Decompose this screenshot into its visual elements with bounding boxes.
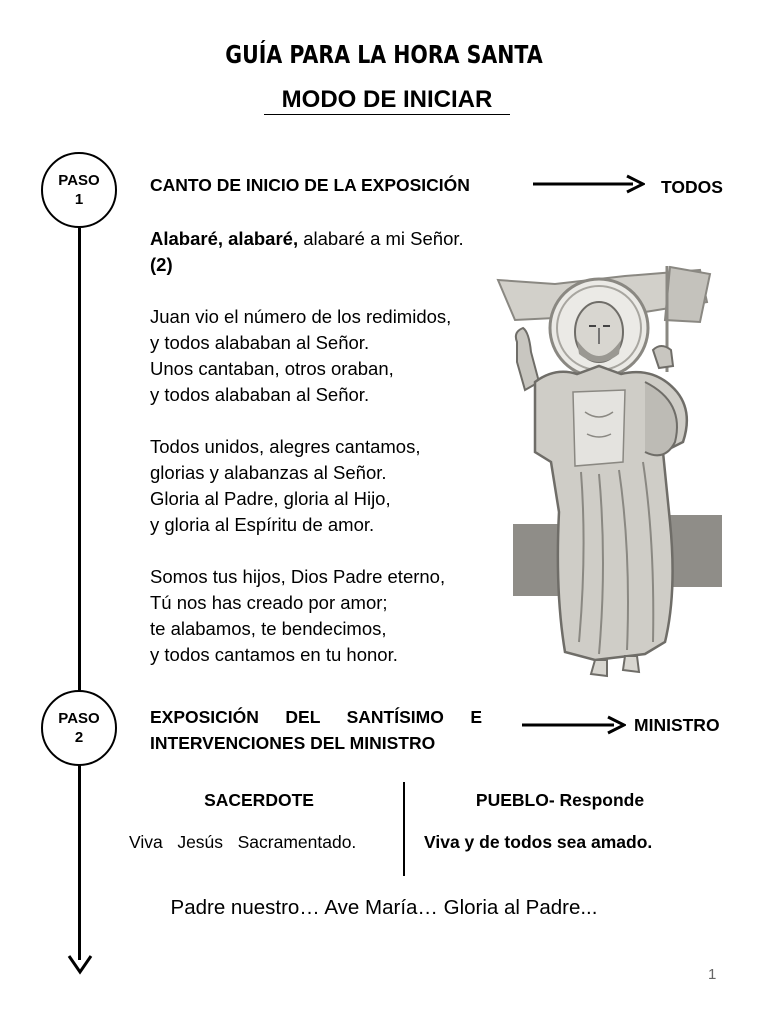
page-title: GUÍA PARA LA HORA SANTA bbox=[225, 40, 543, 69]
step-1-badge: PASO 1 bbox=[41, 152, 117, 228]
refrain-bold: Alabaré, alabaré, bbox=[150, 228, 299, 249]
risen-christ-illustration-icon bbox=[496, 265, 722, 678]
stanza-line: y todos alababan al Señor. bbox=[150, 384, 370, 405]
step-label: PASO bbox=[58, 172, 100, 189]
step-2-heading-line-1: EXPOSICIÓN DEL SANTÍSIMO E bbox=[150, 707, 482, 727]
refrain-repeat: (2) bbox=[150, 254, 173, 275]
step-1-heading: CANTO DE INICIO DE LA EXPOSICIÓN bbox=[150, 175, 470, 195]
pueblo-line: Viva y de todos sea amado. bbox=[424, 832, 653, 852]
stanza: Todos unidos, alegres cantamos, glorias … bbox=[150, 434, 530, 538]
step-2-badge: PASO 2 bbox=[41, 690, 117, 766]
step-2-heading-line-2: INTERVENCIONES DEL MINISTRO bbox=[150, 733, 436, 753]
refrain-rest: alabaré a mi Señor. bbox=[298, 228, 464, 249]
column-divider bbox=[403, 782, 405, 876]
step-label: PASO bbox=[58, 710, 100, 727]
page-number: 1 bbox=[708, 966, 717, 983]
stanza: Juan vio el número de los redimidos, y t… bbox=[150, 304, 530, 408]
arrow-right-icon bbox=[533, 174, 645, 194]
timeline-arrow-down-icon bbox=[67, 955, 93, 975]
stanza-line: Todos unidos, alegres cantamos, bbox=[150, 436, 421, 457]
pueblo-header: PUEBLO- Responde bbox=[475, 790, 645, 810]
step-1-role: TODOS bbox=[661, 177, 723, 197]
stanza-line: Unos cantaban, otros oraban, bbox=[150, 358, 394, 379]
stanza-line: Juan vio el número de los redimidos, bbox=[150, 306, 452, 327]
step-number: 1 bbox=[74, 191, 84, 208]
step-2-role: MINISTRO bbox=[634, 715, 720, 735]
stanza-line: glorias y alabanzas al Señor. bbox=[150, 462, 387, 483]
stanza-line: Tú nos has creado por amor; bbox=[150, 592, 388, 613]
stanza-line: te alabamos, te bendecimos, bbox=[150, 618, 387, 639]
stanza-line: y gloria al Espíritu de amor. bbox=[150, 514, 375, 535]
stanza: Somos tus hijos, Dios Padre eterno, Tú n… bbox=[150, 564, 530, 668]
timeline-line-1 bbox=[78, 228, 81, 698]
hymn-refrain: Alabaré, alabaré, alabaré a mi Señor. bbox=[150, 226, 530, 252]
stanza-line: y todos cantamos en tu honor. bbox=[150, 644, 398, 665]
closing-prayers: Padre nuestro… Ave María… Gloria al Padr… bbox=[170, 896, 598, 919]
sacerdote-line: Viva Jesús Sacramentado. bbox=[129, 832, 357, 852]
stanza-line: y todos alababan al Señor. bbox=[150, 332, 370, 353]
stanza-line: Gloria al Padre, gloria al Hijo, bbox=[150, 488, 391, 509]
step-number: 2 bbox=[74, 729, 84, 746]
step-2-heading: EXPOSICIÓN DEL SANTÍSIMO E INTERVENCIONE… bbox=[150, 704, 482, 756]
page-subtitle: MODO DE INICIAR bbox=[264, 86, 510, 115]
hymn-text: Alabaré, alabaré, alabaré a mi Señor. (2… bbox=[150, 226, 530, 694]
stanza-line: Somos tus hijos, Dios Padre eterno, bbox=[150, 566, 446, 587]
timeline-line-2 bbox=[78, 764, 81, 960]
sacerdote-header: SACERDOTE bbox=[204, 790, 314, 810]
arrow-right-icon bbox=[522, 715, 626, 735]
